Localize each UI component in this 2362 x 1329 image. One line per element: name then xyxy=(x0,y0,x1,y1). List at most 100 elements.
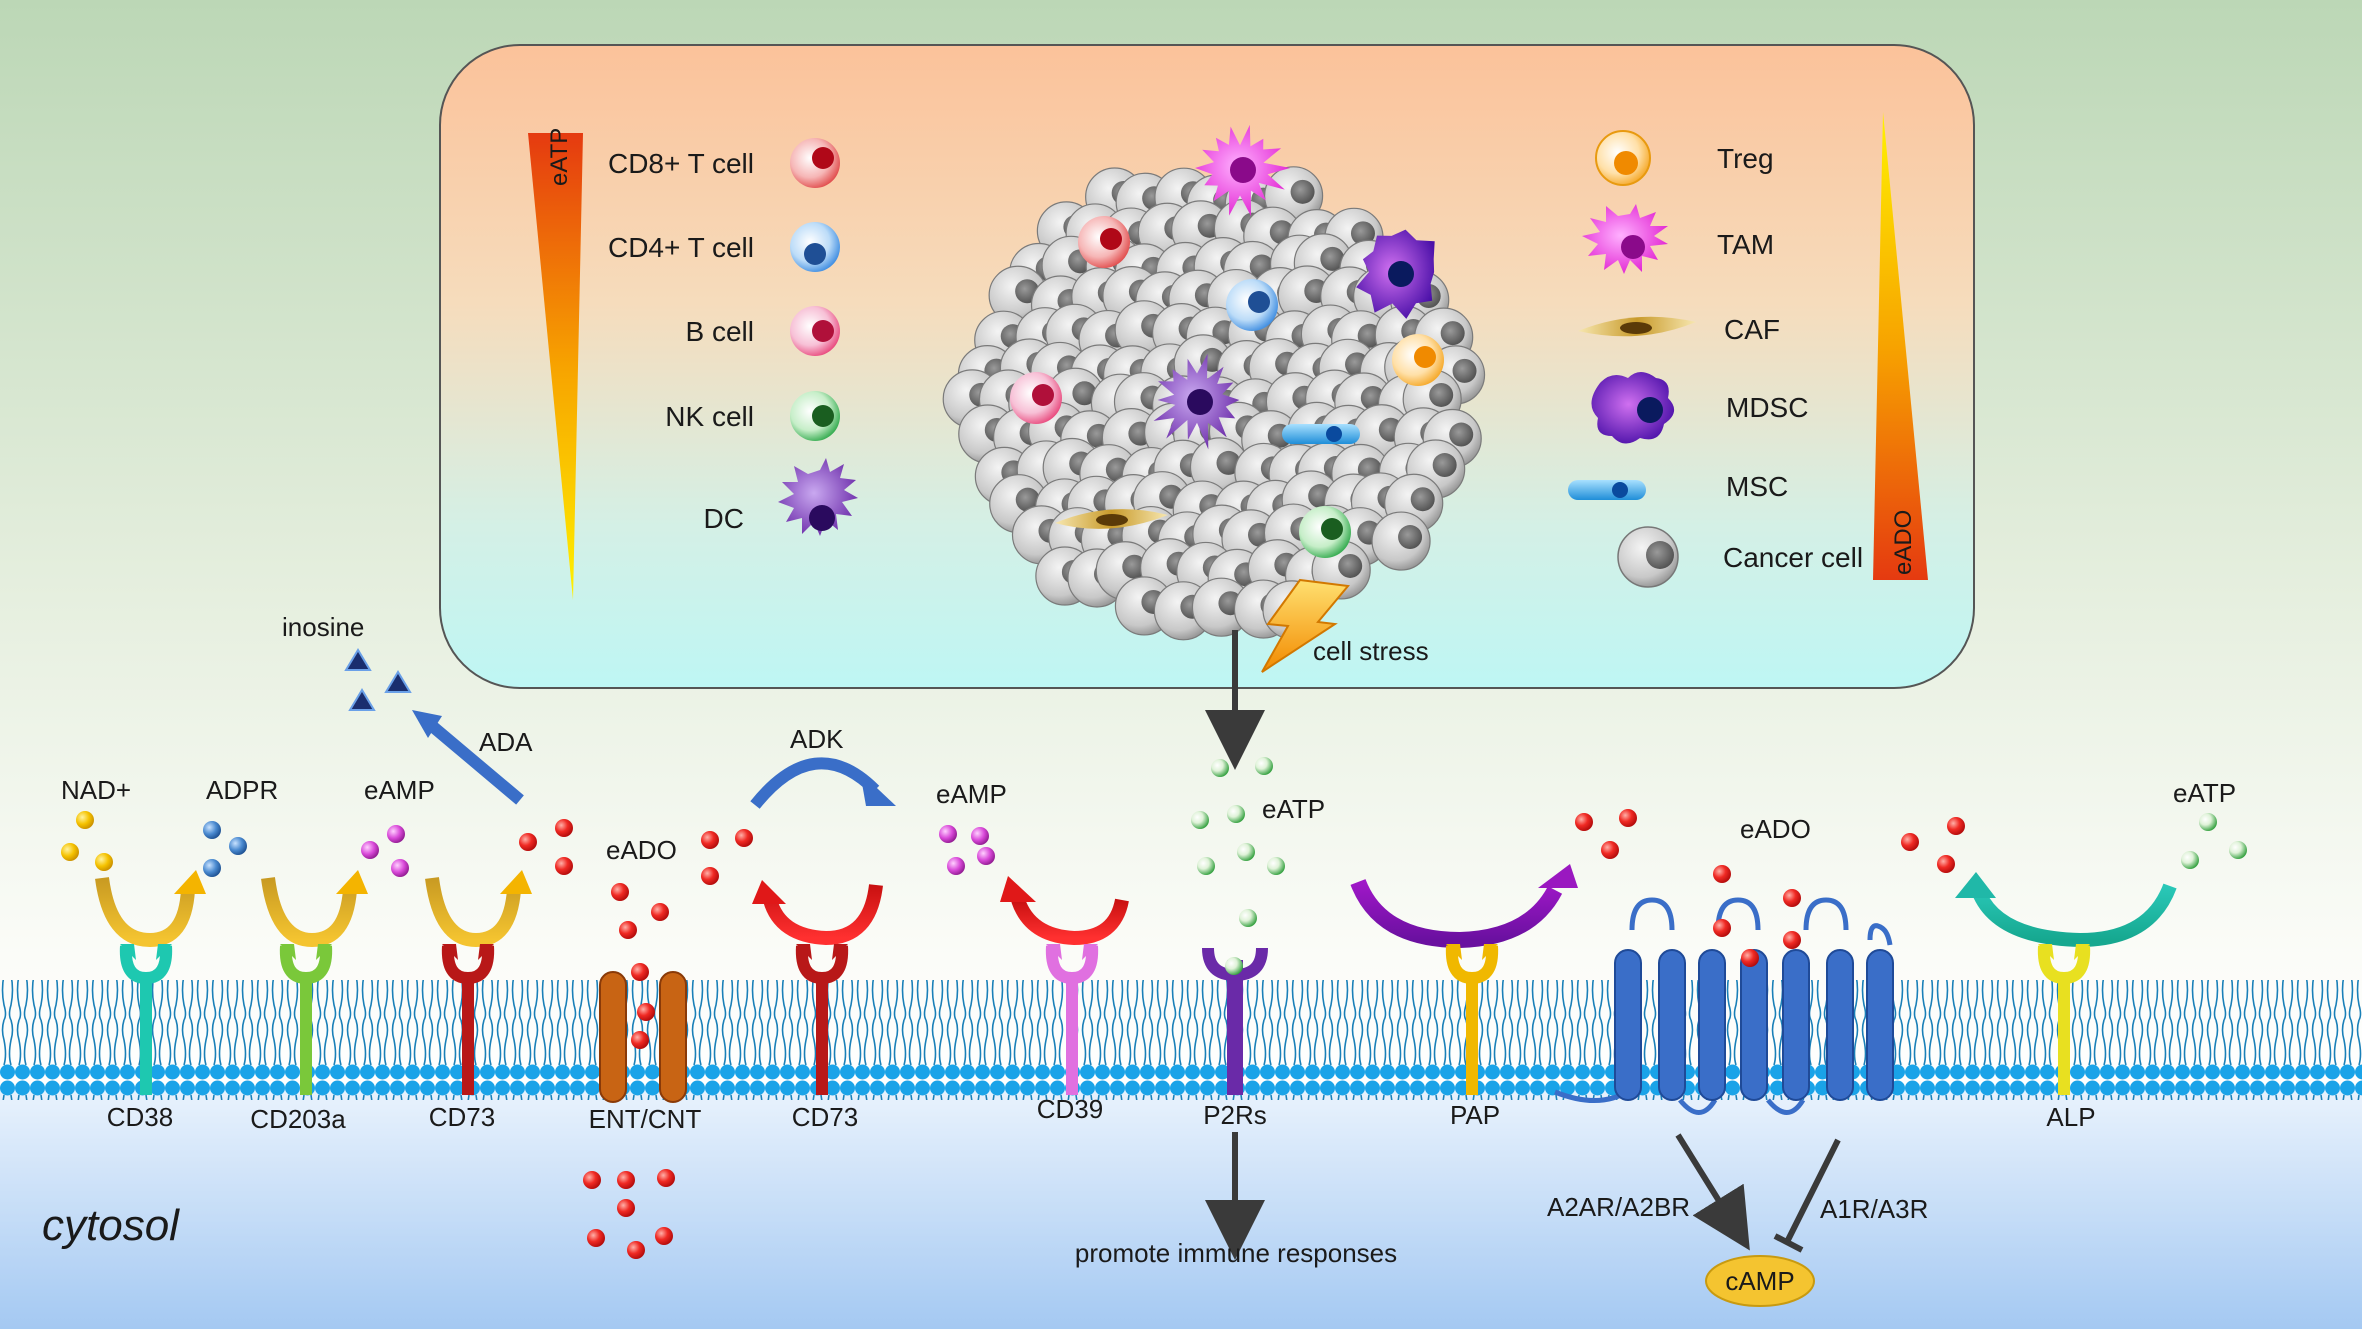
eatp-molecule xyxy=(1191,811,1209,829)
eatp-gradient-wedge xyxy=(528,133,583,600)
gpcr-helix xyxy=(1782,949,1810,1101)
legend-label-msc: MSC xyxy=(1726,471,1789,502)
gpcr-helix xyxy=(1826,949,1854,1101)
tumor-cd4-cell xyxy=(1226,279,1278,331)
eado-molecule xyxy=(735,829,753,847)
pap-arc xyxy=(1350,878,1563,949)
camp-label: cAMP xyxy=(1725,1266,1795,1296)
eado-molecule xyxy=(1783,931,1801,949)
nad-molecule xyxy=(95,853,113,871)
adpr-label: ADPR xyxy=(206,775,279,805)
legend-label-caf: CAF xyxy=(1724,314,1780,345)
cd73b-arc-head xyxy=(752,880,786,904)
eatp-gradient-label: eATP xyxy=(546,127,573,186)
ent-channel-left xyxy=(599,971,627,1103)
eado-molecule xyxy=(655,1227,673,1245)
cd73a-arc-head xyxy=(500,870,532,894)
legend-mdsc-icon xyxy=(1591,372,1675,444)
cd39-label: CD39 xyxy=(1036,1094,1104,1124)
eado-molecule xyxy=(617,1171,635,1189)
eado-molecule xyxy=(1741,949,1759,967)
ada-label: ADA xyxy=(479,727,533,757)
a1r-a3r-label: A1R/A3R xyxy=(1820,1194,1929,1224)
legend-label-cd8: CD8+ T cell xyxy=(607,148,754,179)
alp-arc-head xyxy=(1955,872,1996,898)
tumor-mdsc-cell xyxy=(1356,229,1435,319)
eado-molecule xyxy=(619,921,637,939)
eado-molecule xyxy=(701,831,719,849)
eado-label-2: eADO xyxy=(1740,814,1811,844)
legend-nk-icon xyxy=(790,391,840,441)
eado-molecule xyxy=(1713,865,1731,883)
eado-molecule xyxy=(1901,833,1919,851)
cd73-receptor-1 xyxy=(441,944,495,1095)
cancer-cell xyxy=(1371,511,1431,571)
gpcr-helix xyxy=(1740,949,1768,1101)
inosine-label: inosine xyxy=(282,612,365,642)
legend-bcell-icon xyxy=(790,306,840,356)
eado-molecule xyxy=(1937,855,1955,873)
legend-label-bcell: B cell xyxy=(685,316,754,347)
tumor-mass xyxy=(942,124,1486,641)
cd73-receptor-2 xyxy=(795,944,849,1095)
gpcr-helix xyxy=(1866,949,1894,1101)
eatp-molecule xyxy=(1225,957,1243,975)
eado-molecule xyxy=(701,867,719,885)
legend-cd4-icon xyxy=(790,222,840,272)
gpcr-helix xyxy=(1614,949,1642,1101)
eado-label-1: eADO xyxy=(606,835,677,865)
legend-label-tam: TAM xyxy=(1717,229,1775,260)
tumor-dc-cell xyxy=(1153,353,1240,450)
tumor-msc-cell xyxy=(1282,424,1360,444)
eamp-molecule xyxy=(947,857,965,875)
cd38-arc-head xyxy=(174,870,206,894)
pap-label: PAP xyxy=(1449,1100,1501,1130)
legend-label-nk: NK cell xyxy=(665,401,754,432)
cd73-label-1: CD73 xyxy=(428,1102,496,1132)
eatp-molecule xyxy=(2229,841,2247,859)
eado-molecule xyxy=(555,857,573,875)
legend-treg-icon xyxy=(1595,130,1651,186)
eatp-molecule xyxy=(1211,759,1229,777)
eado-molecule xyxy=(657,1169,675,1187)
cd39-arc-head xyxy=(1000,876,1036,902)
adpr-molecule xyxy=(203,859,221,877)
eado-molecule xyxy=(631,1031,649,1049)
eamp-molecule xyxy=(977,847,995,865)
ada-arrow-line xyxy=(421,715,524,805)
a2ar-a2br-label: A2AR/A2BR xyxy=(1547,1192,1691,1222)
tumor-b-cell xyxy=(1010,372,1062,424)
a2-to-camp-arrow xyxy=(1675,1133,1750,1251)
alp-label: ALP xyxy=(2046,1102,2096,1132)
eado-molecule xyxy=(631,963,649,981)
eatp-molecule xyxy=(1237,843,1255,861)
eado-molecule xyxy=(637,1003,655,1021)
p2rs-label: P2Rs xyxy=(1203,1100,1267,1130)
eatp-molecule xyxy=(1197,857,1215,875)
eatp-label-1: eATP xyxy=(1262,794,1326,824)
eamp-label-1: eAMP xyxy=(364,775,435,805)
pap-arc-head xyxy=(1538,864,1578,888)
gpcr-helix xyxy=(1698,949,1726,1101)
eamp-molecule xyxy=(361,841,379,859)
legend-label-treg: Treg xyxy=(1717,143,1774,174)
cd73a-arc xyxy=(425,877,521,948)
eado-molecule xyxy=(1575,813,1593,831)
cell-membrane xyxy=(0,980,2362,1100)
eatp-molecule xyxy=(2181,851,2199,869)
eamp-molecule xyxy=(387,825,405,843)
cd39-receptor xyxy=(1045,944,1099,1095)
eatp-molecule xyxy=(2199,813,2217,831)
alp-receptor xyxy=(2037,944,2091,1095)
eamp-molecule xyxy=(939,825,957,843)
cd203a-arc xyxy=(261,877,357,948)
legend-msc-icon xyxy=(1568,480,1646,500)
legend-label-dc: DC xyxy=(703,503,744,534)
eado-molecule xyxy=(555,819,573,837)
eatp-label-2: eATP xyxy=(2173,778,2237,808)
nad-molecule xyxy=(61,843,79,861)
eado-molecule xyxy=(1783,889,1801,907)
adk-arrow-head xyxy=(860,772,896,806)
promote-immune-label: promote immune responses xyxy=(1074,1238,1398,1268)
ent-cnt-label: ENT/CNT xyxy=(588,1104,702,1134)
